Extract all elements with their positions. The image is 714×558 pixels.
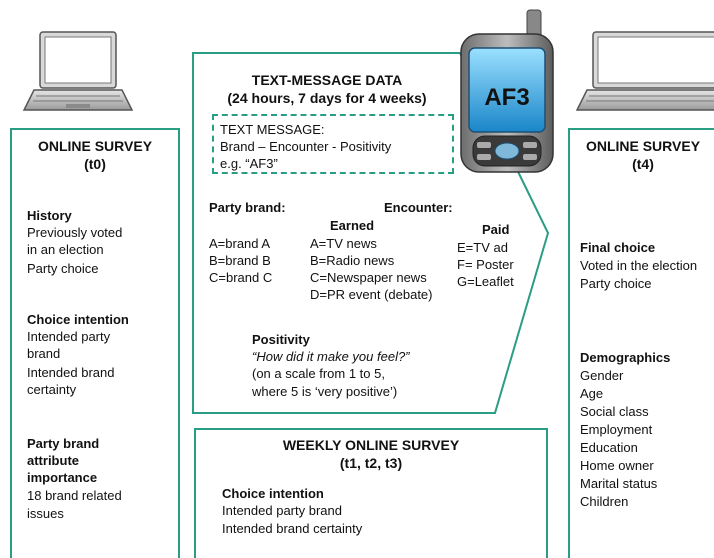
weekly-survey-title: WEEKLY ONLINE SURVEY	[282, 437, 460, 453]
earned-heading: Earned	[330, 218, 375, 233]
choice-line: brand	[27, 346, 61, 361]
choice-line: Intended brand	[27, 365, 115, 380]
right-survey-box	[568, 128, 714, 558]
party-brand-item: C=brand C	[209, 270, 273, 285]
weekly-choice-line: Intended party brand	[222, 503, 342, 518]
attribute-line: 18 brand related	[27, 488, 122, 503]
weekly-survey-box	[194, 428, 548, 558]
demographics-line: Children	[580, 494, 629, 509]
party-brand-heading: Party brand:	[209, 200, 286, 215]
demographics-line: Home owner	[580, 458, 654, 473]
history-line: in an election	[27, 242, 104, 257]
party-brand-item: A=brand A	[209, 236, 271, 251]
text-message-data-box	[192, 52, 550, 414]
positivity-question: “How did it make you feel?”	[252, 349, 410, 364]
demographics-line: Marital status	[580, 476, 658, 491]
encounter-heading: Encounter:	[384, 200, 453, 215]
left-survey-box	[10, 128, 180, 558]
weekly-choice-heading: Choice intention	[222, 486, 324, 501]
demographics-line: Education	[580, 440, 638, 455]
choice-intention-heading: Choice intention	[27, 312, 129, 327]
final-choice-line: Party choice	[580, 276, 652, 291]
demographics-heading: Demographics	[580, 350, 671, 365]
demographics-line: Age	[580, 386, 604, 401]
laptop-icon-right	[575, 31, 714, 111]
attribute-heading: Party brand	[27, 436, 100, 451]
earned-item: A=TV news	[310, 236, 377, 251]
positivity-line: where 5 is ‘very positive’)	[252, 384, 398, 399]
weekly-survey-time: (t1, t2, t3)	[339, 455, 403, 471]
left-survey-title: ONLINE SURVEY	[37, 138, 153, 154]
earned-item: C=Newspaper news	[310, 270, 427, 285]
paid-item: E=TV ad	[457, 240, 508, 255]
history-heading: History	[27, 208, 72, 223]
attribute-line: issues	[27, 506, 64, 521]
left-survey-time: (t0)	[84, 156, 106, 172]
message-line: Brand – Encounter - Positivity	[220, 139, 392, 154]
final-choice-line: Voted in the election	[580, 258, 698, 273]
right-survey-time: (t4)	[632, 156, 654, 172]
attribute-heading: attribute	[27, 453, 79, 468]
history-line: Party choice	[27, 261, 99, 276]
party-brand-item: B=brand B	[209, 253, 271, 268]
positivity-line: (on a scale from 1 to 5,	[252, 366, 385, 381]
right-survey-title: ONLINE SURVEY	[585, 138, 701, 154]
example-message-box	[212, 114, 454, 174]
choice-line: Intended party	[27, 329, 111, 344]
final-choice-heading: Final choice	[580, 240, 656, 255]
demographics-line: Gender	[580, 368, 624, 383]
history-line: Previously voted	[27, 225, 123, 240]
message-line: e.g. “AF3”	[220, 156, 278, 171]
message-line: TEXT MESSAGE:	[220, 122, 325, 137]
paid-item: F= Poster	[457, 257, 514, 272]
choice-line: certainty	[27, 382, 77, 397]
demographics-line: Social class	[580, 404, 649, 419]
paid-heading: Paid	[482, 222, 510, 237]
mobile-phone-icon	[460, 9, 554, 173]
earned-item: B=Radio news	[310, 253, 395, 268]
weekly-choice-line: Intended brand certainty	[222, 521, 363, 536]
positivity-heading: Positivity	[252, 332, 310, 347]
text-data-title: TEXT-MESSAGE DATA	[251, 72, 403, 88]
phone-screen-text: AF3	[484, 84, 530, 111]
attribute-heading: importance	[27, 470, 98, 485]
paid-item: G=Leaflet	[457, 274, 514, 289]
demographics-line: Employment	[580, 422, 653, 437]
laptop-icon-left	[22, 31, 134, 111]
earned-item: D=PR event (debate)	[310, 287, 433, 302]
text-data-subtitle: (24 hours, 7 days for 4 weeks)	[227, 90, 427, 106]
